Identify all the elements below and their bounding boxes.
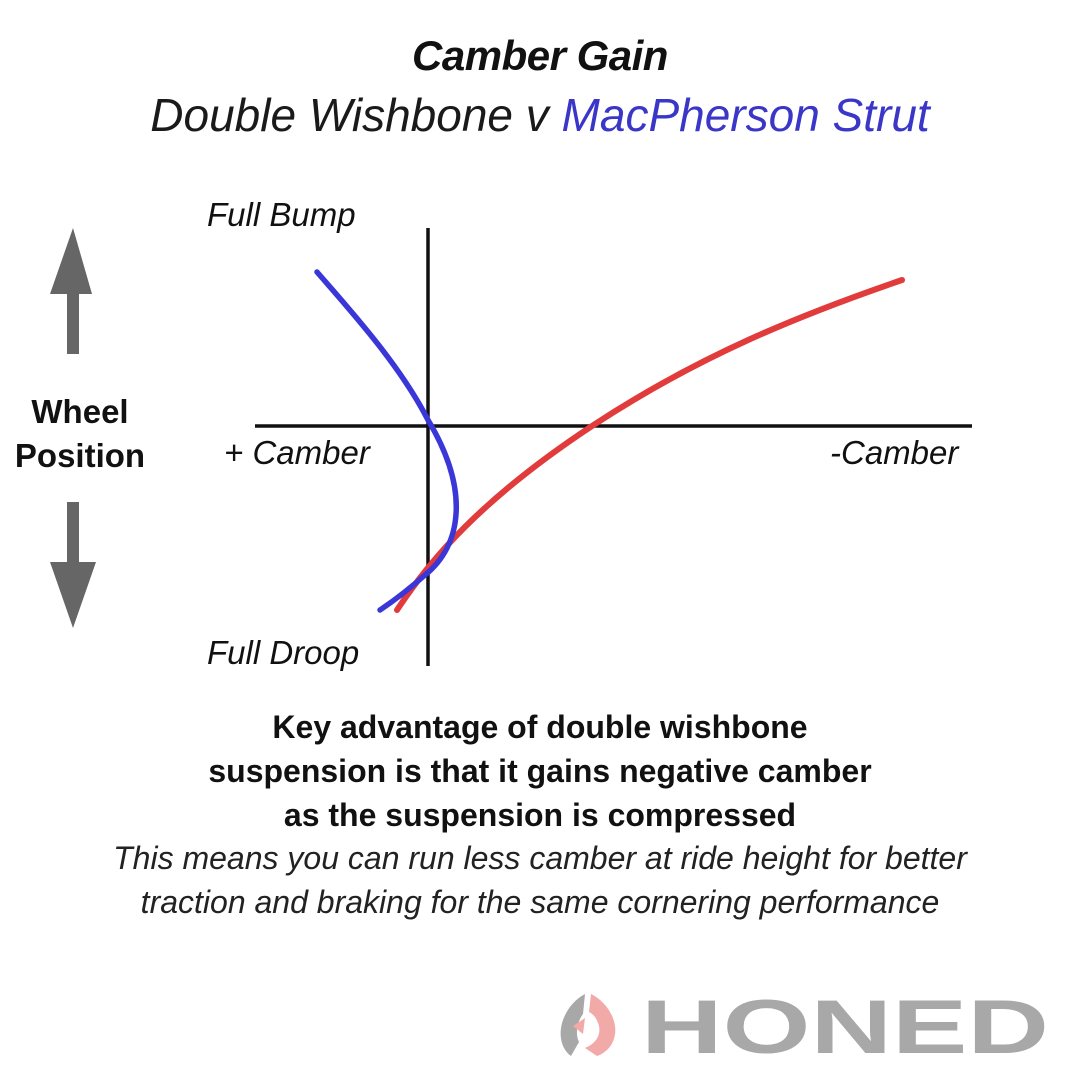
subtitle-macpherson-strut: MacPherson Strut — [561, 89, 930, 141]
caption-line2: suspension is that it gains negative cam… — [208, 753, 872, 789]
honed-logo: HONED — [560, 992, 1049, 1058]
down-arrow-icon — [50, 502, 96, 628]
honed-emblem-icon — [560, 994, 616, 1056]
full-droop-label: Full Droop — [207, 634, 360, 671]
note-line1: This means you can run less camber at ri… — [113, 840, 967, 876]
full-bump-label: Full Bump — [207, 196, 356, 233]
caption-line1: Key advantage of double wishbone — [272, 709, 808, 745]
explanation-note: This means you can run less camber at ri… — [0, 836, 1080, 924]
positive-camber-label: + Camber — [224, 434, 370, 471]
page-title: Camber Gain — [412, 32, 668, 79]
honed-logo-text: HONED — [641, 992, 1049, 1058]
page-subtitle: Double Wishbone v MacPherson Strut — [0, 88, 1080, 142]
double-wishbone-curve — [394, 277, 905, 613]
caption-line3: as the suspension is compressed — [283, 797, 797, 833]
wheel-position-line2: Position — [14, 437, 146, 474]
negative-camber-label: -Camber — [830, 434, 959, 471]
macpherson-strut-curve — [314, 269, 459, 613]
key-advantage-caption: Key advantage of double wishbone suspens… — [0, 705, 1080, 837]
subtitle-double-wishbone: Double Wishbone v — [150, 89, 562, 141]
up-arrow-icon — [50, 228, 92, 354]
note-line2: traction and braking for the same corner… — [140, 884, 940, 920]
wheel-position-label: Wheel Position — [0, 390, 160, 478]
wheel-position-line1: Wheel — [31, 393, 129, 430]
